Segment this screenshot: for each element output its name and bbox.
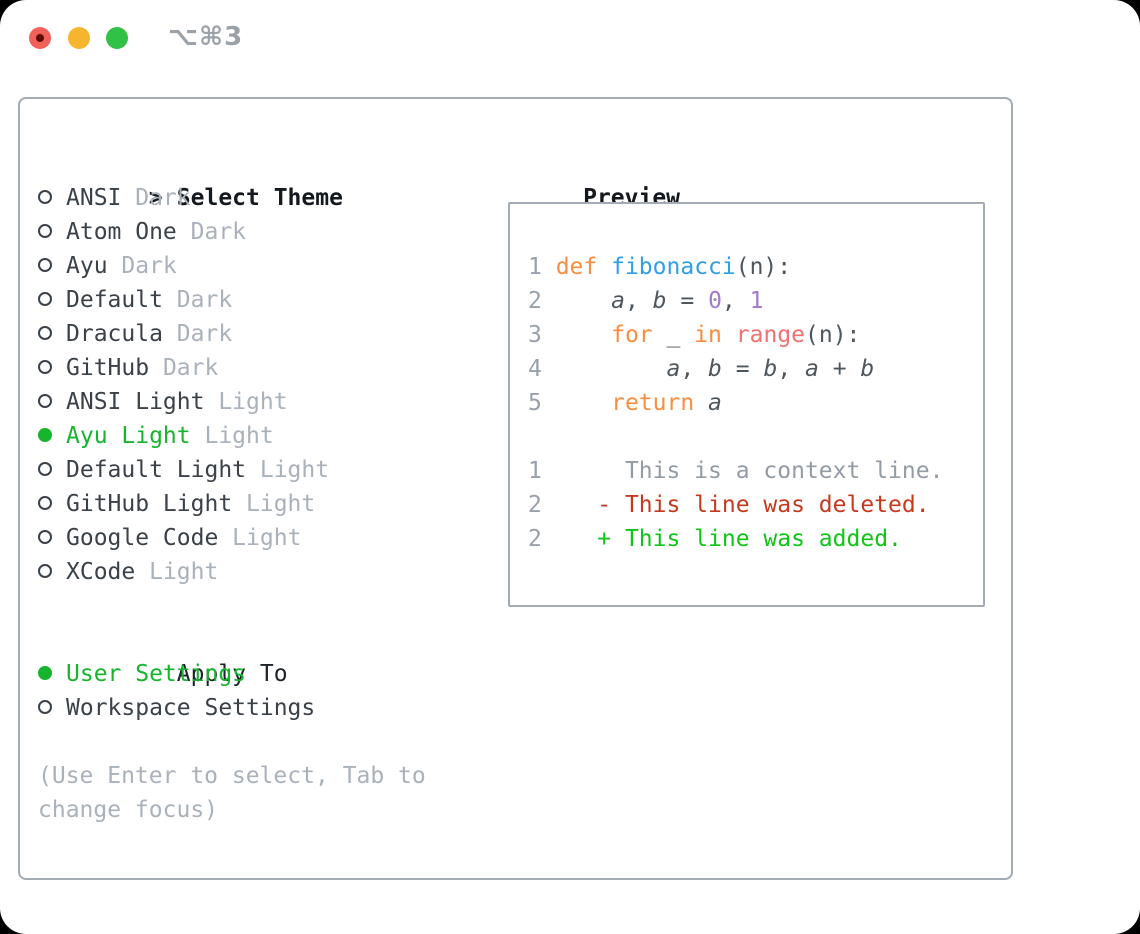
unsaved-dot-icon <box>36 34 44 42</box>
focus-caret-icon: > <box>148 185 163 211</box>
preview-blank-line <box>528 420 983 454</box>
option-label: Default Light <box>66 457 247 483</box>
theme-option-google-code[interactable]: Google Code Light <box>38 521 478 555</box>
option-variant: Light <box>135 559 219 585</box>
option-variant: Dark <box>176 219 247 245</box>
theme-option-github[interactable]: GitHub Dark <box>38 351 478 385</box>
diff-line-deleted: 2 - This line was deleted. <box>528 492 930 518</box>
option-variant: Dark <box>121 185 191 211</box>
diff-preview: 1 This is a context line. 2 - This line w… <box>528 454 983 556</box>
theme-option-default-light[interactable]: Default Light Light <box>38 453 478 487</box>
diff-line-added: 2 + This line was added. <box>528 526 902 552</box>
theme-option-ayu[interactable]: Ayu Dark <box>38 249 478 283</box>
apply-option-user-settings[interactable]: User Settings <box>38 657 478 691</box>
option-variant: Light <box>190 423 274 449</box>
option-label: Ayu Light <box>66 423 191 449</box>
preview-header: Preview <box>500 147 680 211</box>
radio-icon <box>38 487 66 521</box>
radio-icon <box>38 215 66 249</box>
option-label: GitHub <box>66 355 150 381</box>
theme-option-dracula[interactable]: Dracula Dark <box>38 317 478 351</box>
option-variant: Light <box>232 491 316 517</box>
theme-section-title: Select Theme <box>176 185 343 211</box>
radio-icon <box>38 521 66 555</box>
radio-icon <box>38 249 66 283</box>
theme-option-default[interactable]: Default Dark <box>38 283 478 317</box>
code-line: 5 return a <box>528 390 722 416</box>
theme-section-header: > Select Theme <box>38 147 478 211</box>
radio-selected-icon <box>38 419 66 453</box>
option-variant: Dark <box>162 287 233 313</box>
close-button[interactable] <box>29 27 51 49</box>
option-variant: Light <box>218 525 302 551</box>
theme-option-xcode[interactable]: XCode Light <box>38 555 478 589</box>
option-label: ANSI <box>66 185 122 211</box>
theme-option-github-light[interactable]: GitHub Light Light <box>38 487 478 521</box>
radio-selected-icon <box>38 657 66 691</box>
radio-icon <box>38 181 66 215</box>
radio-icon <box>38 691 66 725</box>
diff-line-context: 1 This is a context line. <box>528 458 944 484</box>
zoom-button[interactable] <box>106 27 128 49</box>
option-label: XCode <box>66 559 136 585</box>
apply-to-title: Apply To <box>176 661 288 687</box>
option-variant: Light <box>204 389 288 415</box>
window-titlebar: ⌥⌘3 <box>0 0 1140 76</box>
code-line: 4 a, b = b, a + b <box>528 356 875 382</box>
option-variant: Light <box>246 457 330 483</box>
theme-option-ansi-light[interactable]: ANSI Light Light <box>38 385 478 419</box>
apply-to-header: Apply To <box>38 623 478 687</box>
help-text: (Use Enter to select, Tab to change focu… <box>38 763 426 823</box>
radio-icon <box>38 385 66 419</box>
option-variant: Dark <box>149 355 219 381</box>
theme-option-ansi[interactable]: ANSI Dark <box>38 181 478 215</box>
option-label: User Settings <box>66 661 247 687</box>
option-label: Ayu <box>66 253 108 279</box>
preview-box: 1 def fibonacci(n): 2 a, b = 0, 1 3 for _ … <box>508 202 985 607</box>
theme-option-atom-one[interactable]: Atom One Dark <box>38 215 478 249</box>
code-line: 1 def fibonacci(n): <box>528 254 792 280</box>
code-line: 2 a, b = 0, 1 <box>528 288 764 314</box>
option-label: ANSI Light <box>66 389 205 415</box>
option-label: Default <box>66 287 163 313</box>
option-label: GitHub Light <box>66 491 233 517</box>
option-label: Workspace Settings <box>66 695 316 721</box>
radio-icon <box>38 317 66 351</box>
theme-option-ayu-light[interactable]: Ayu Light Light <box>38 419 478 453</box>
minimize-button[interactable] <box>68 27 90 49</box>
option-variant: Dark <box>107 253 177 279</box>
radio-icon <box>38 283 66 317</box>
radio-icon <box>38 351 66 385</box>
radio-icon <box>38 453 66 487</box>
option-label: Dracula <box>66 321 163 347</box>
code-preview: 1 def fibonacci(n): 2 a, b = 0, 1 3 for _ … <box>528 250 983 420</box>
apply-option-workspace-settings[interactable]: Workspace Settings <box>38 691 478 725</box>
option-variant: Dark <box>162 321 233 347</box>
option-label: Google Code <box>66 525 219 551</box>
option-label: Atom One <box>66 219 177 245</box>
window-title: ⌥⌘3 <box>168 22 244 52</box>
radio-icon <box>38 555 66 589</box>
code-line: 3 for _ in range(n): <box>528 322 861 348</box>
